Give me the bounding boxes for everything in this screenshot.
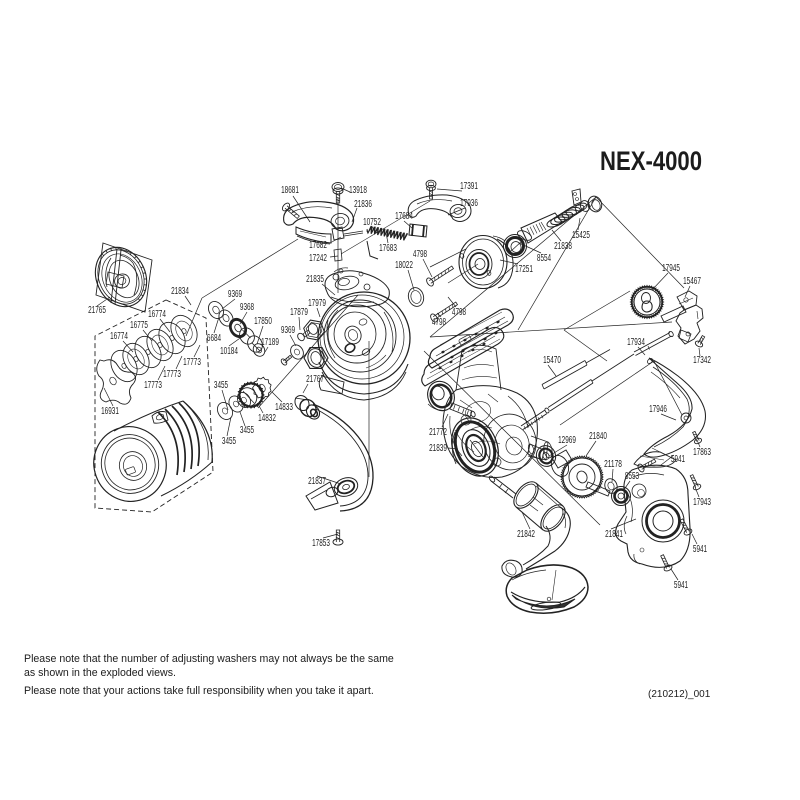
svg-text:9368: 9368 [240,302,254,313]
svg-text:15470: 15470 [543,355,561,366]
svg-text:17391: 17391 [460,181,478,192]
svg-text:17979: 17979 [308,298,326,309]
svg-text:17342: 17342 [693,355,711,366]
svg-text:14833: 14833 [275,402,293,413]
svg-text:16774: 16774 [148,309,166,320]
svg-text:17242: 17242 [309,253,327,264]
svg-text:9369: 9369 [281,325,295,336]
svg-text:17773: 17773 [183,357,201,368]
svg-text:17682: 17682 [309,240,327,251]
svg-text:3455: 3455 [222,436,236,447]
svg-text:16775: 16775 [130,320,148,331]
svg-text:21842: 21842 [517,529,535,540]
svg-text:21837: 21837 [308,476,326,487]
svg-text:as shown in the exploded views: as shown in the exploded views. [24,667,176,679]
svg-text:21765: 21765 [88,305,106,316]
svg-text:5941: 5941 [671,454,685,465]
svg-text:18022: 18022 [395,260,413,271]
svg-text:17251: 17251 [515,264,533,275]
svg-text:21178: 21178 [604,459,622,470]
svg-text:21839: 21839 [429,443,447,454]
svg-text:12969: 12969 [558,435,576,446]
svg-text:4798: 4798 [413,249,427,260]
svg-text:10184: 10184 [220,346,238,357]
svg-text:Please note that the number of: Please note that the number of adjusting… [24,653,394,665]
svg-text:14832: 14832 [258,413,276,424]
svg-text:3455: 3455 [240,425,254,436]
svg-text:3455: 3455 [214,380,228,391]
svg-text:NEX-4000: NEX-4000 [600,146,702,176]
svg-text:21835: 21835 [306,274,324,285]
svg-text:17773: 17773 [163,369,181,380]
svg-text:9369: 9369 [228,289,242,300]
svg-text:17189: 17189 [261,337,279,348]
svg-text:21767: 21767 [306,374,324,385]
svg-text:16931: 16931 [101,406,119,417]
svg-text:17945: 17945 [662,263,680,274]
svg-text:5941: 5941 [693,544,707,555]
svg-text:8554: 8554 [537,253,551,264]
svg-text:17853: 17853 [312,538,330,549]
svg-text:(210212)_001: (210212)_001 [648,689,711,700]
svg-text:10752: 10752 [363,217,381,228]
svg-text:15425: 15425 [572,230,590,241]
svg-text:17683: 17683 [379,243,397,254]
svg-text:13918: 13918 [349,185,367,196]
svg-text:4798: 4798 [432,317,446,328]
svg-text:21836: 21836 [354,199,372,210]
svg-text:17850: 17850 [254,316,272,327]
svg-text:21841: 21841 [605,529,623,540]
svg-text:5941: 5941 [674,580,688,591]
svg-text:8553: 8553 [625,471,639,482]
svg-text:21772: 21772 [429,427,447,438]
svg-text:Please note that your actions: Please note that your actions take full … [24,685,374,697]
svg-text:15467: 15467 [683,276,701,287]
svg-text:21840: 21840 [589,431,607,442]
svg-text:6684: 6684 [207,333,221,344]
svg-text:16774: 16774 [110,331,128,342]
svg-text:17773: 17773 [144,380,162,391]
svg-text:21838: 21838 [554,241,572,252]
svg-text:17936: 17936 [460,198,478,209]
svg-text:17879: 17879 [290,307,308,318]
svg-text:18681: 18681 [281,185,299,196]
svg-text:21834: 21834 [171,286,189,297]
svg-text:17934: 17934 [627,337,645,348]
svg-text:17946: 17946 [649,404,667,415]
svg-text:17863: 17863 [693,447,711,458]
svg-text:17943: 17943 [693,497,711,508]
